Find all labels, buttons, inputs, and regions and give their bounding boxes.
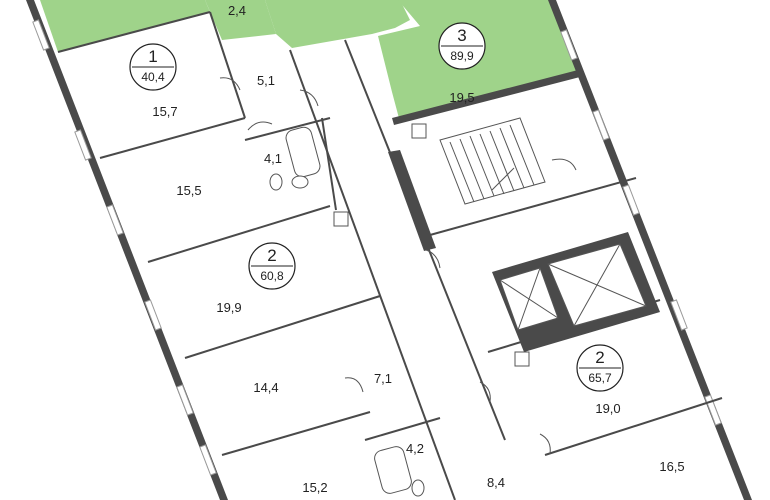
room-area-label: 8,4 [487,475,505,490]
wall-apt4-bottom [544,397,723,456]
sink [291,175,309,189]
room-area-label: 19,9 [216,300,241,315]
apartment-4-rooms: 2 [595,348,604,367]
apartment-4-area: 65,7 [588,371,612,385]
apartment-3-top-left-area [40,0,210,52]
wall-apt2-lower [221,411,371,456]
kitchen-sink [411,123,427,139]
window [670,299,688,331]
wall-corridor-west [289,49,456,500]
room-area-label: 7,1 [374,371,392,386]
elevators [492,232,660,352]
wall-apt2-bottom [184,295,381,359]
apartment-1-rooms: 1 [148,47,157,66]
apt3-south-wall [392,70,580,125]
window [106,204,124,236]
interior-walls [57,11,723,500]
window [622,184,640,216]
door-swing [299,89,319,107]
apartment-1-badge: 1 40,4 [129,43,177,91]
wall-bath1-side [321,117,337,211]
door-swing [247,121,273,131]
toilet [269,173,283,191]
toilet [411,479,425,497]
room-area-label: 4,2 [406,441,424,456]
door-swing [539,433,551,455]
door-swing [479,381,491,403]
bathtub [285,126,321,178]
apartment-2-rooms: 2 [267,246,276,265]
door-swing [344,377,364,393]
windows [32,19,722,476]
room-area-labels: 2,4 5,1 15,7 19,5 4,1 15,5 19,9 14,4 7,1… [152,3,684,495]
apartment-1-area: 40,4 [141,70,165,84]
window [176,384,194,416]
door-swing [219,77,241,91]
room-area-label: 19,5 [449,90,474,105]
apartment-2-area: 60,8 [260,269,284,283]
apartment-3-area: 89,9 [450,49,474,63]
room-area-label: 15,5 [176,183,201,198]
wall-apt1-hall [209,11,246,119]
room-area-label: 5,1 [257,73,275,88]
apartment-2-badge: 2 60,8 [248,242,296,290]
window [560,29,578,61]
west-facade-wall [26,0,228,500]
room-area-label: 15,7 [152,104,177,119]
wall-apt1-bottom [147,205,331,263]
room-area-label: 19,0 [595,401,620,416]
window [32,19,50,51]
apartment-3-balcony [205,0,276,40]
staircase [439,117,546,205]
room-area-label: 2,4 [228,3,246,18]
room-area-label: 4,1 [264,151,282,166]
room-area-label: 16,5 [659,459,684,474]
apartment-4-badge: 2 65,7 [576,344,624,392]
wall-bath2 [364,417,441,441]
door-swing [425,249,441,269]
window [74,129,92,161]
window [592,109,610,141]
kitchen-sink [514,351,530,367]
room-area-label: 15,2 [302,480,327,495]
door-swing [551,158,577,171]
wall-apt1-top [57,11,211,53]
apartment-3-hall-area [265,0,410,48]
bathtub [374,446,412,494]
window [199,444,217,476]
kitchen-sink [333,211,349,227]
bathroom-fixtures [269,123,530,497]
stair-core-wall [388,150,436,251]
doors [219,77,577,455]
wall-stair-box [429,177,637,236]
wall-apt1-kitchen [99,117,246,159]
apartment-3-rooms: 3 [457,26,466,45]
apartment-3-badge: 3 89,9 [438,22,486,70]
room-area-label: 14,4 [253,380,278,395]
window [144,299,162,331]
